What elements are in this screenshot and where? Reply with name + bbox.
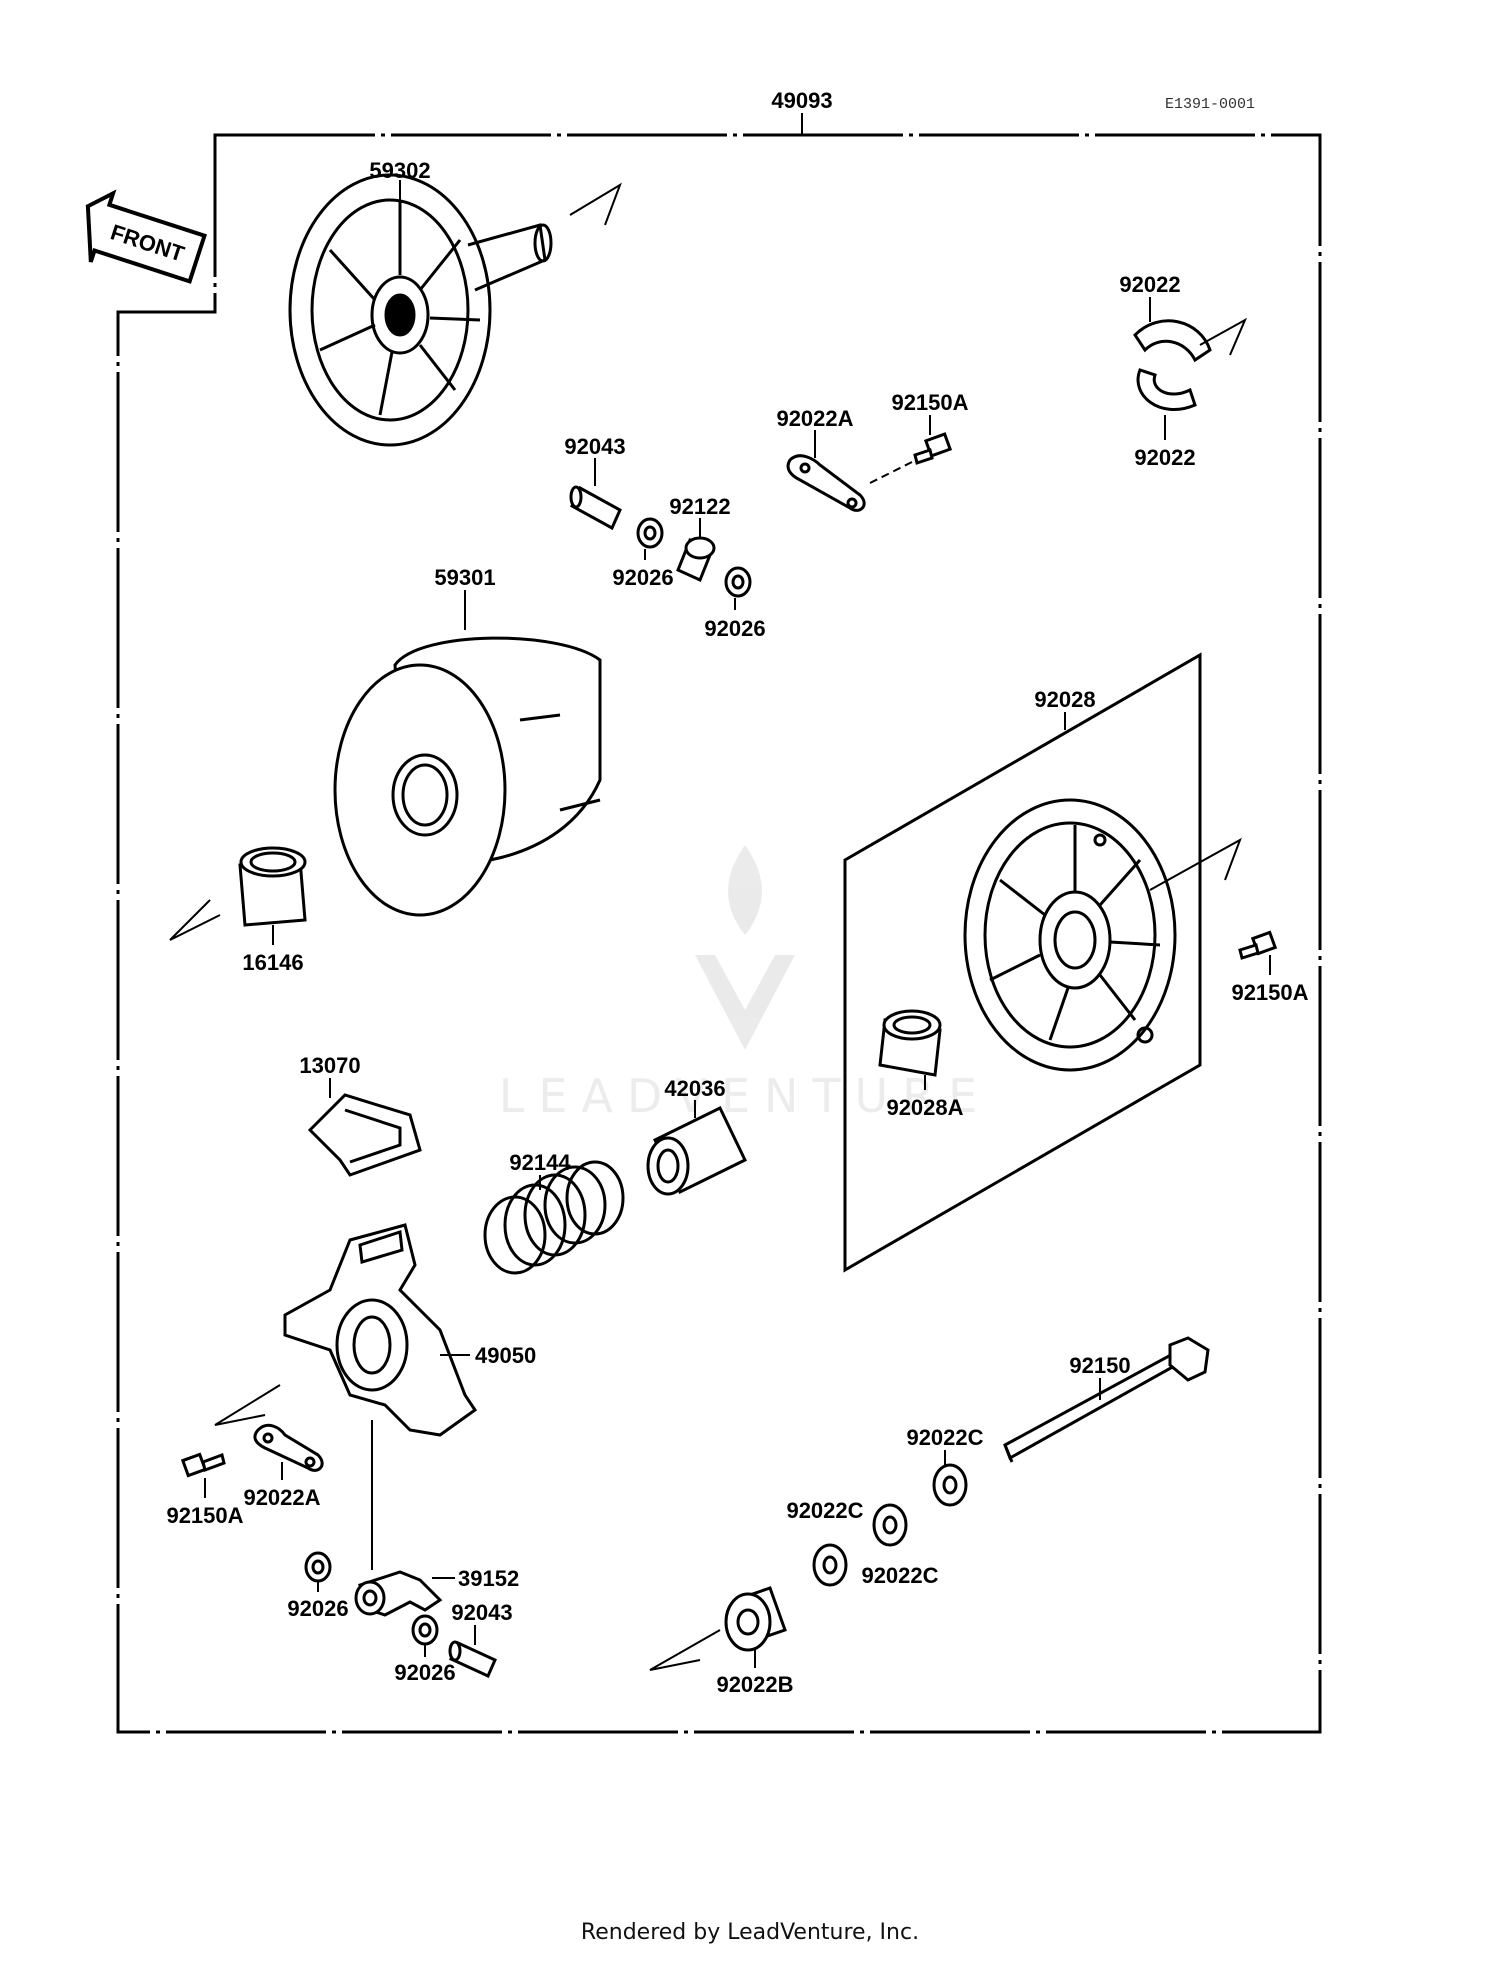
plate-92022A-top <box>786 454 866 512</box>
spider-49050 <box>283 1223 478 1437</box>
washer-92026-d <box>411 1614 439 1646</box>
part-label-92122: 92122 <box>669 494 730 519</box>
washer-92022C-a <box>932 1463 968 1507</box>
spring-92144 <box>483 1160 625 1275</box>
watermark-logo <box>695 845 795 1050</box>
part-label-92022A-bottom: 92022A <box>243 1485 320 1510</box>
part-label-92150A-top: 92150A <box>891 390 968 415</box>
half-ring-92022-bottom <box>1136 368 1197 411</box>
part-label-92022C-c: 92022C <box>861 1563 938 1588</box>
part-label-92150: 92150 <box>1069 1353 1130 1378</box>
part-label-92022C-a: 92022C <box>906 1425 983 1450</box>
bolt-92150A-right <box>1238 930 1278 960</box>
part-label-92026-d: 92026 <box>394 1660 455 1685</box>
part-label-92022-bottom: 92022 <box>1134 445 1195 470</box>
weight-39152 <box>354 1570 443 1617</box>
shoe-13070 <box>307 1093 422 1177</box>
drum-59301 <box>333 636 602 917</box>
bolt-92150A-top <box>913 432 953 465</box>
part-label-92150A-bottom: 92150A <box>166 1503 243 1528</box>
part-label-92026-c: 92026 <box>287 1596 348 1621</box>
washer-92022C-b <box>872 1503 908 1547</box>
washer-92022C-c <box>812 1543 848 1587</box>
footer-credit: Rendered by LeadVenture, Inc. <box>580 1920 920 1945</box>
sheave-panel-16146 <box>843 652 1202 1273</box>
part-label-92144: 92144 <box>509 1150 571 1175</box>
movable-sheave-16146 <box>963 798 1177 1072</box>
spacer-42036 <box>646 1105 747 1196</box>
direction-arrow <box>214 1384 281 1426</box>
part-label-92026-b: 92026 <box>704 616 765 641</box>
part-label-92043-bottom: 92043 <box>451 1600 512 1625</box>
part-label-92022A-top: 92022A <box>776 406 853 431</box>
part-label-92028A: 92028A <box>886 1095 963 1120</box>
part-label-39152: 39152 <box>458 1566 519 1591</box>
direction-arrow <box>169 899 221 941</box>
guide-line <box>869 461 913 484</box>
plate-92022A-bottom <box>253 1423 324 1472</box>
part-label-42036: 42036 <box>664 1076 725 1101</box>
pin-92043-top <box>569 485 622 531</box>
direction-arrow <box>1199 317 1248 356</box>
pin-92043-bottom <box>448 1640 497 1679</box>
part-label-13070: 13070 <box>299 1053 360 1078</box>
part-label-92150A-right: 92150A <box>1231 980 1308 1005</box>
part-label-49050: 49050 <box>475 1343 536 1368</box>
washer-92026-b <box>724 566 752 598</box>
direction-arrow <box>1149 837 1242 891</box>
direction-arrow <box>649 1629 721 1671</box>
part-label-59301: 59301 <box>434 565 495 590</box>
bushing-92028 <box>238 846 307 927</box>
part-label-92022-top: 92022 <box>1119 272 1180 297</box>
drawing-code: E1391-0001 <box>1165 96 1255 113</box>
half-ring-92022-top <box>1133 319 1212 363</box>
front-arrow-icon: FRONT <box>85 189 207 284</box>
part-label-92022B: 92022B <box>716 1672 793 1697</box>
fixed-sheave-59302 <box>288 173 553 447</box>
part-label-92022C-b: 92022C <box>786 1498 863 1523</box>
direction-arrow <box>569 182 622 226</box>
bushing-92028A <box>878 1009 942 1077</box>
part-label-92026-a: 92026 <box>612 565 673 590</box>
part-label-92028: 16146 <box>242 950 303 975</box>
washer-92026-c <box>304 1551 332 1583</box>
washer-92026-a <box>636 517 664 549</box>
watermark-text: LEADVENTURE <box>499 1069 992 1123</box>
bolt-92150A-bottom <box>180 1452 226 1478</box>
assembly-boundary <box>116 133 1322 1734</box>
part-label-92043-top: 92043 <box>564 434 625 459</box>
part-label-59302: 59302 <box>369 158 430 183</box>
bolt-92150 <box>1003 1336 1210 1463</box>
spacer-92022B <box>724 1586 787 1652</box>
roller-92122 <box>676 536 716 583</box>
assembly-number: 49093 <box>771 88 832 113</box>
part-label-16146: 92028 <box>1034 687 1095 712</box>
